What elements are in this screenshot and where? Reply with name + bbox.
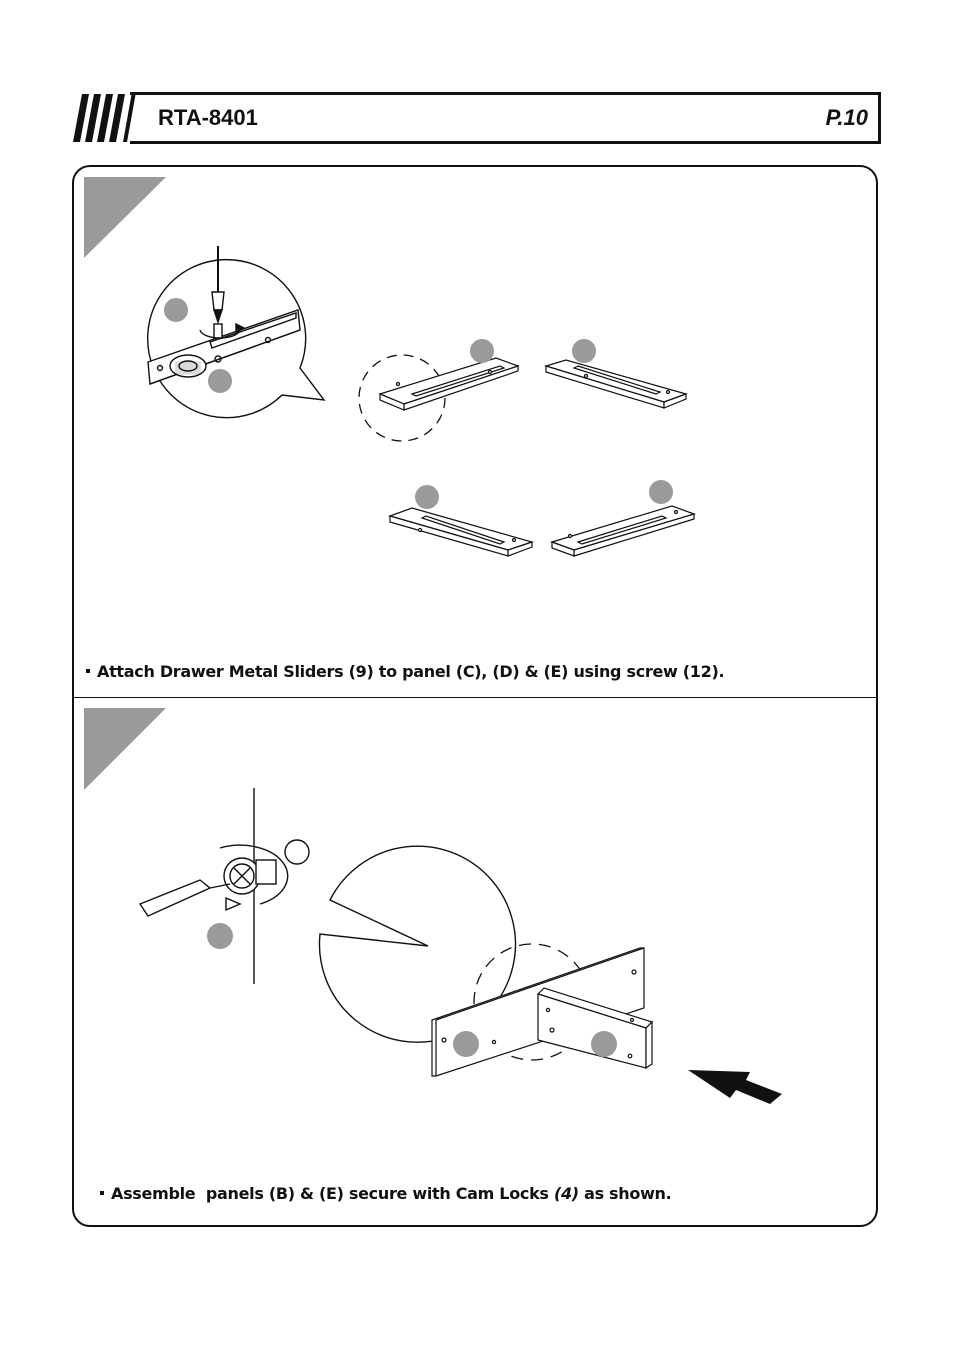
step1-instruction: Attach Drawer Metal Sliders (9) to panel… bbox=[86, 662, 725, 681]
callout-badge-icon bbox=[207, 923, 233, 949]
callout-badge-icon bbox=[591, 1031, 617, 1057]
callout-badge-icon bbox=[649, 480, 673, 504]
step2-zoom-callout bbox=[138, 788, 517, 1043]
page-header: RTA-8401 P.10 bbox=[70, 92, 882, 144]
step2-instruction: Assemble panels (B) & (E) secure with Ca… bbox=[100, 1184, 672, 1203]
callout-badge-icon bbox=[415, 485, 439, 509]
step-divider bbox=[72, 697, 878, 698]
callout-badge-icon bbox=[470, 339, 494, 363]
header-stripes-icon bbox=[73, 92, 136, 142]
panel-e-illustration bbox=[388, 507, 535, 557]
callout-badge-icon bbox=[208, 369, 232, 393]
panel-c-illustration bbox=[378, 357, 520, 411]
header-box: RTA-8401 P.10 bbox=[130, 92, 881, 144]
panel-d-illustration bbox=[543, 359, 688, 409]
callout-badge-icon bbox=[453, 1031, 479, 1057]
panel-d2-illustration bbox=[550, 505, 696, 557]
instruction-frame bbox=[72, 165, 878, 1227]
callout-badge-icon bbox=[572, 339, 596, 363]
page-number: P.10 bbox=[825, 105, 868, 130]
step2-instruction-text: Assemble panels (B) & (E) secure with Ca… bbox=[111, 1184, 549, 1203]
step2-instruction-part-count: (4) bbox=[553, 1184, 579, 1203]
step1-corner-badge-icon bbox=[84, 177, 166, 258]
direction-arrow-icon bbox=[688, 1070, 782, 1104]
callout-badge-icon bbox=[164, 298, 188, 322]
panel-e-side-illustration bbox=[536, 987, 654, 1070]
bullet-icon bbox=[100, 1190, 104, 1195]
magnify-circle-icon bbox=[358, 354, 446, 442]
bullet-icon bbox=[86, 668, 90, 673]
step1-zoom-callout bbox=[146, 246, 326, 419]
step2-corner-badge-icon bbox=[84, 708, 166, 790]
step2-instruction-tail: as shown. bbox=[578, 1184, 672, 1203]
model-number: RTA-8401 bbox=[158, 105, 258, 130]
step1-instruction-text: Attach Drawer Metal Sliders (9) to panel… bbox=[97, 662, 725, 681]
